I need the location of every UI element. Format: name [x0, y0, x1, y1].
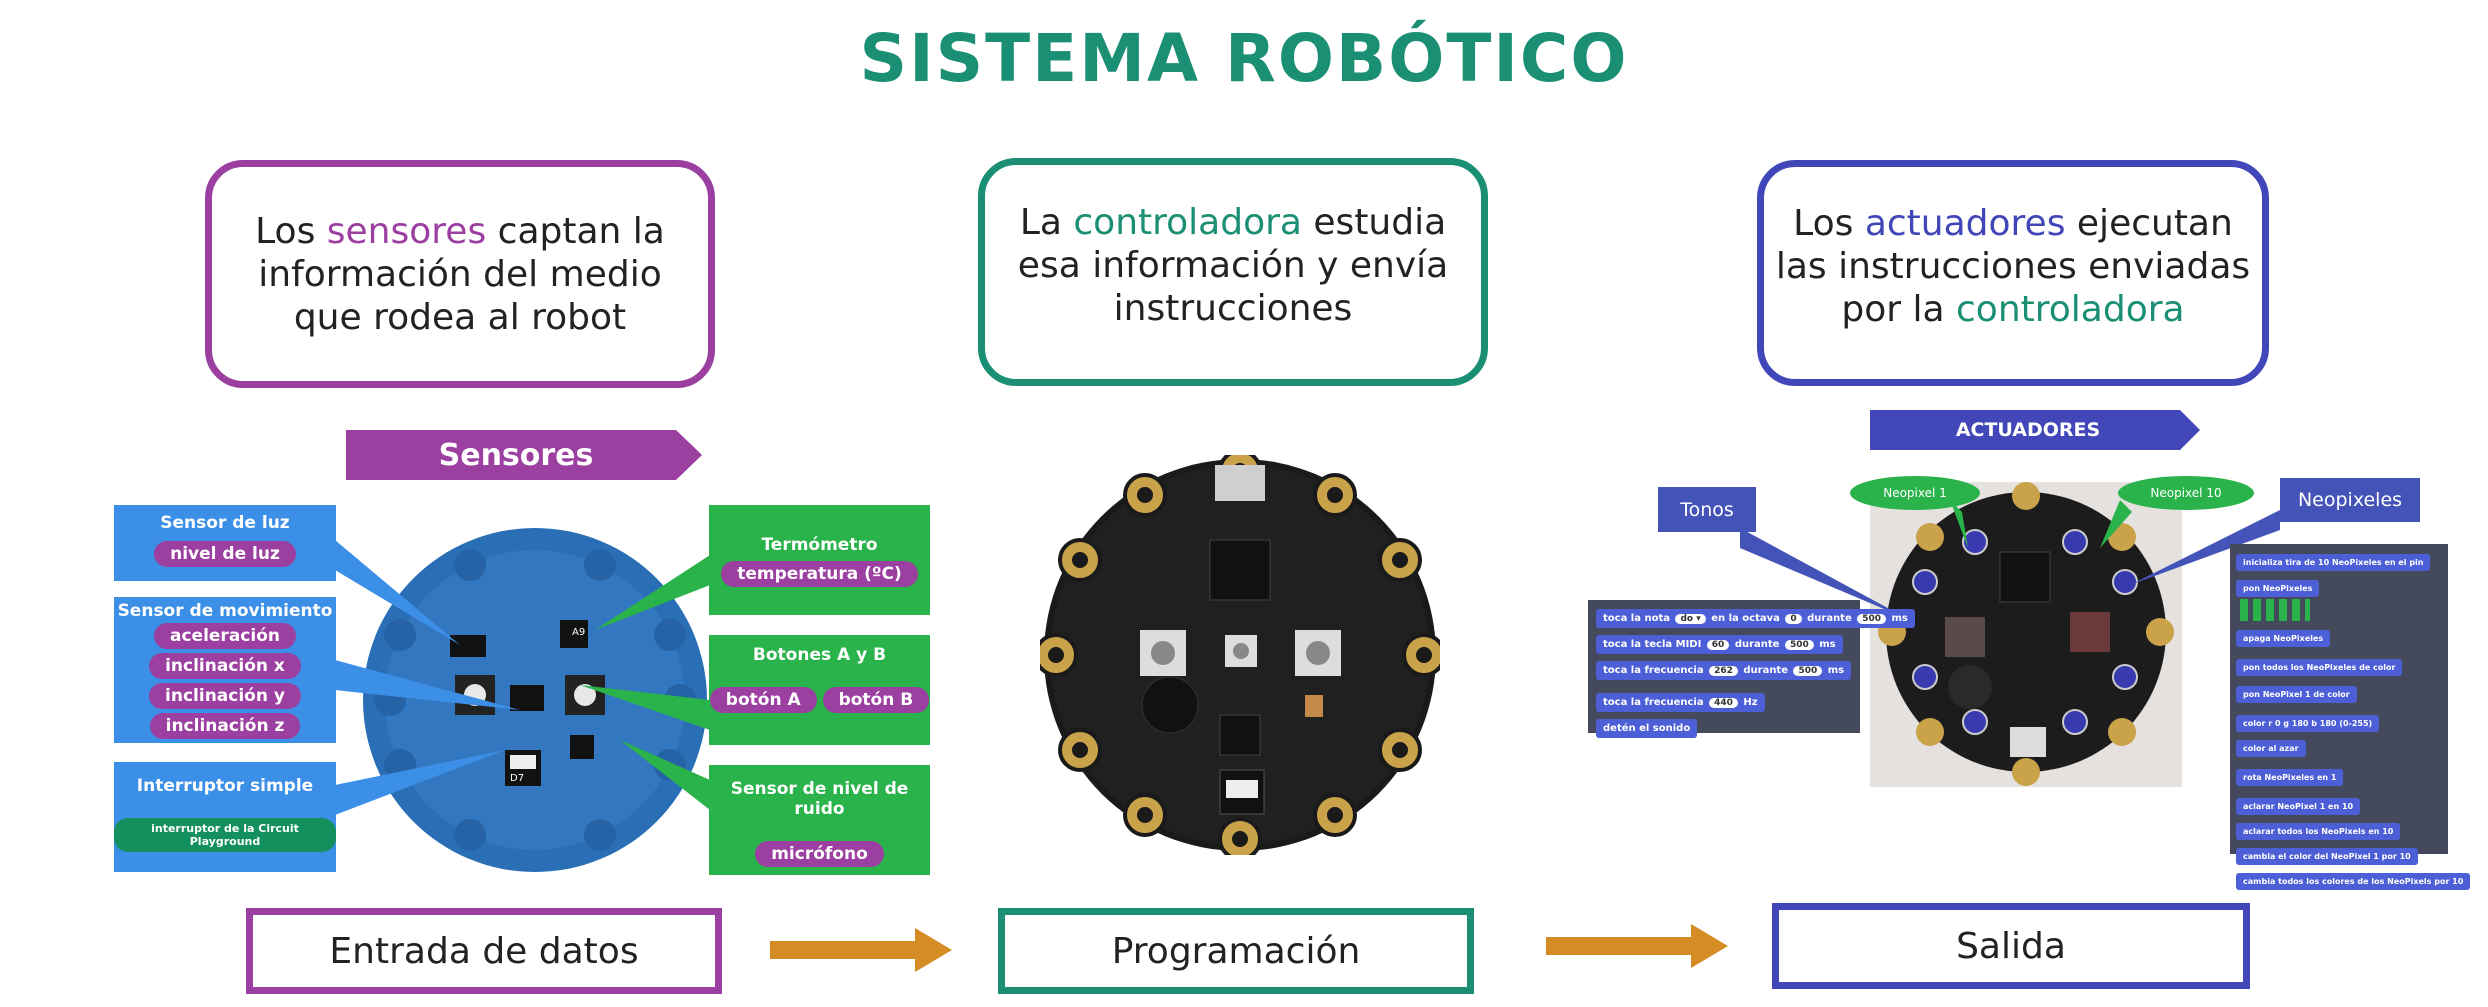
page-title: SISTEMA ROBÓTICO [859, 20, 1629, 97]
sensor-botones-box: Botones A y B botón A botón B [709, 635, 930, 745]
controller-board-image [1040, 455, 1440, 855]
actuadores-banner: ACTUADORES [1955, 419, 2101, 441]
sensor-termometro-item: temperatura (ºC) [721, 561, 918, 587]
sensor-interruptor-title: Interruptor simple [136, 776, 314, 796]
neo-block-8[interactable]: rota NeoPixeles en 1 [2236, 769, 2344, 786]
sensors-desc-post: captan la información del medio que rode… [258, 210, 665, 338]
actuators-desc-mid: ejecutan las instrucciones enviadas por … [1775, 202, 2251, 330]
flow-arrow-2 [1546, 924, 1728, 968]
actuators-description-box: Los actuadores ejecutan las instruccione… [1757, 160, 2269, 386]
sensor-movimiento-item-3: inclinación y [149, 683, 301, 709]
sensor-termometro-title: Termómetro [761, 535, 878, 555]
sensor-ruido-box: Sensor de nivel de ruido micrófono [709, 765, 930, 875]
neo-block-3[interactable]: apaga NeoPixeles [2236, 630, 2331, 647]
sensor-termometro-box: Termómetro temperatura (ºC) [709, 505, 930, 615]
sensor-botones-item-a: botón A [709, 687, 817, 713]
neo-pixel-grid [2240, 599, 2310, 621]
sensor-interruptor-box: Interruptor simple interruptor de la Cir… [114, 762, 336, 872]
neo-block-9[interactable]: aclarar NeoPixel 1 en 10 [2236, 798, 2361, 815]
svg-text:A9: A9 [572, 627, 585, 638]
sensors-desc-highlight: sensores [326, 210, 487, 252]
sensor-luz-title: Sensor de luz [160, 513, 290, 533]
neo-block-7[interactable]: color al azar [2236, 740, 2306, 757]
controller-desc-pre: La [1019, 201, 1074, 243]
sensor-movimiento-title: Sensor de movimiento [117, 601, 333, 621]
actuadores-banner-shape [1870, 410, 2200, 450]
controller-desc-post: estudia esa información y envía instrucc… [1017, 201, 1449, 329]
sensor-botones-title: Botones A y B [752, 645, 887, 665]
sensors-desc-pre: Los [255, 210, 327, 252]
flow-arrow-1 [770, 928, 952, 972]
stage-entrada-box: Entrada de datos [246, 908, 722, 994]
callout-neopixel-10: Neopixel 10 [2118, 476, 2254, 510]
neopixel-code-panel: inicializa tira de 10 NeoPixeles en el p… [2230, 544, 2471, 890]
svg-text:D7: D7 [510, 773, 524, 784]
actuators-desc-highlight: actuadores [1864, 202, 2066, 244]
neo-block-5[interactable]: pon NeoPixel 1 de color [2236, 686, 2357, 703]
sensor-ruido-item: micrófono [755, 841, 884, 867]
sensor-interruptor-item: interruptor de la Circuit Playground [114, 818, 336, 852]
actuators-desc-highlight2: controladora [1956, 288, 2185, 330]
tones-block-1[interactable]: toca la nota do ▾ en la octava 0 durante… [1596, 609, 1915, 628]
neo-block-10[interactable]: aclarar todos los NeoPixels en 10 [2236, 823, 2401, 840]
sensor-botones-item-b: botón B [822, 687, 930, 713]
neo-block-12[interactable]: cambia todos los colores de los NeoPixel… [2236, 873, 2471, 890]
sensor-movimiento-item-2: inclinación x [149, 653, 301, 679]
sensor-movimiento-item-1: aceleración [154, 623, 296, 649]
controller-description-box: La controladora estudia esa información … [978, 158, 1488, 386]
callout-neopixel-1: Neopixel 1 [1850, 476, 1980, 510]
callout-neopixeles: Neopixeles [2280, 478, 2420, 522]
actuators-desc-pre: Los [1793, 202, 1865, 244]
neo-block-4[interactable]: pon todos los NeoPixeles de color [2236, 659, 2403, 676]
sensor-ruido-title: Sensor de nivel de ruido [730, 779, 909, 819]
tones-code-panel: toca la nota do ▾ en la octava 0 durante… [1588, 600, 1915, 738]
sensores-banner-shape [346, 430, 702, 480]
neo-block-2[interactable]: pon NeoPixeles [2236, 580, 2320, 597]
tones-block-3[interactable]: toca la frecuencia 262 durante 500 ms [1596, 661, 1852, 680]
tones-block-5[interactable]: detén el sonido [1596, 719, 1698, 738]
neo-block-1[interactable]: inicializa tira de 10 NeoPixeles en el p… [2236, 554, 2431, 571]
sensor-luz-box: Sensor de luz nivel de luz [114, 505, 336, 581]
tones-block-4[interactable]: toca la frecuencia 440 Hz [1596, 693, 1765, 712]
neo-block-6[interactable]: color r 0 g 180 b 180 (0-255) [2236, 715, 2380, 732]
sensors-description-box: Los sensores captan la información del m… [205, 160, 715, 388]
stage-salida-box: Salida [1772, 903, 2250, 989]
neo-block-11[interactable]: cambia el color del NeoPixel 1 por 10 [2236, 848, 2418, 865]
stage-programacion-box: Programación [998, 908, 1474, 994]
sensores-banner: Sensores [438, 437, 594, 473]
sensor-luz-item: nivel de luz [154, 541, 296, 567]
controller-desc-highlight: controladora [1073, 201, 1302, 243]
tones-block-2[interactable]: toca la tecla MIDI 60 durante 500 ms [1596, 635, 1843, 654]
sensor-movimiento-item-4: inclinación z [149, 713, 301, 739]
callout-tonos: Tonos [1658, 487, 1756, 532]
sensor-movimiento-box: Sensor de movimiento aceleración inclina… [114, 597, 336, 743]
